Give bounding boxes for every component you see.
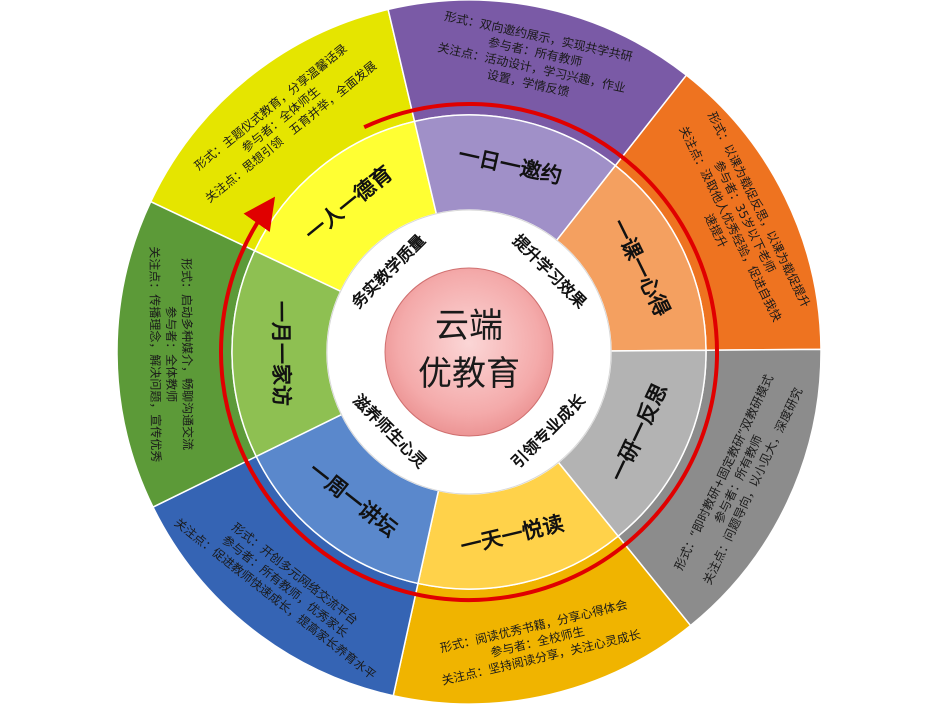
center-title-line1: 云端 bbox=[435, 306, 503, 346]
center-hub: 云端 优教育 bbox=[384, 267, 554, 437]
middle-ring: 一人一德育一日一邀约一课一心得一研一反思一天一悦读一周一讲坛一月一家访 bbox=[231, 114, 707, 590]
cycle-arrow-path bbox=[219, 102, 719, 602]
cycle-arrow bbox=[219, 102, 719, 602]
center-title-line2: 优教育 bbox=[418, 354, 520, 394]
detail-line: 参与者：全体教师 bbox=[164, 306, 180, 402]
detail-line: 关注点：传播理念，解决问题，宣传优秀 bbox=[147, 246, 164, 462]
detail-line: 形式：启动多种媒介，畅聊沟通交流 bbox=[179, 258, 195, 450]
segment-label-jiafang: 一月一家访 bbox=[269, 301, 295, 406]
segment-details-jiafang: 形式：启动多种媒介，畅聊沟通交流参与者：全体教师关注点：传播理念，解决问题，宣传… bbox=[147, 246, 196, 462]
